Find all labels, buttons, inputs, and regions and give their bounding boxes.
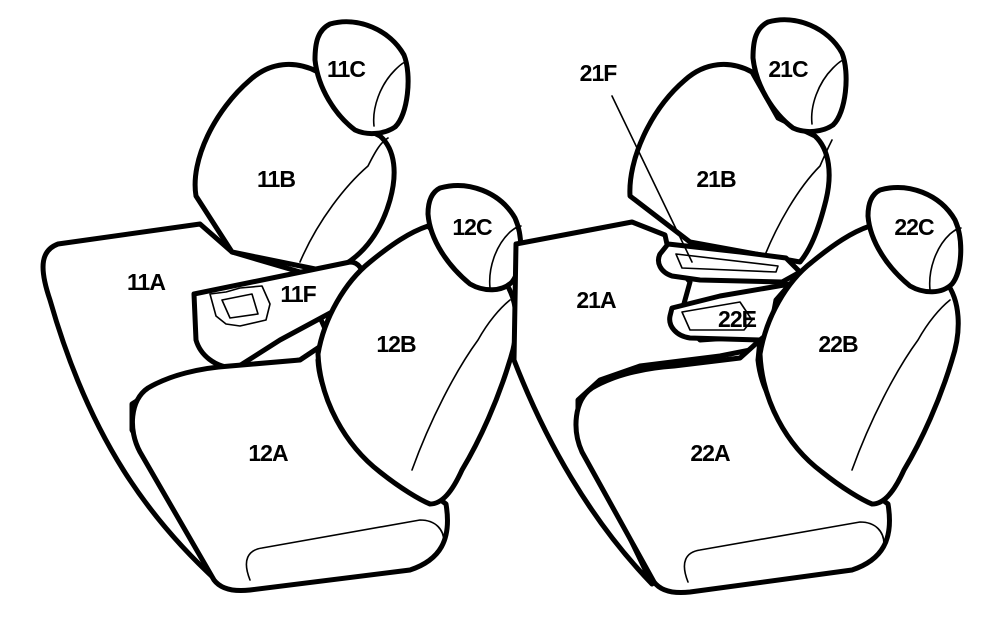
part-11F-armrest (191, 259, 366, 371)
label-21F: 21F (580, 60, 618, 86)
part-11C-rear-headrest (312, 19, 411, 137)
label-12B: 12B (376, 331, 416, 357)
label-21C: 21C (768, 56, 808, 82)
part-22B-front-backrest (757, 223, 961, 507)
label-21A: 21A (576, 287, 616, 313)
label-11F: 11F (280, 281, 316, 307)
label-21B: 21B (696, 166, 736, 192)
part-21C-rear-headrest (750, 17, 849, 135)
part-12C-front-headrest (425, 183, 524, 293)
label-11A: 11A (127, 269, 165, 295)
part-12B-front-backrest (315, 223, 519, 507)
left-seat-set (40, 19, 524, 593)
label-22B: 22B (818, 331, 858, 357)
label-22C: 22C (894, 214, 934, 240)
part-21F-armrest (656, 241, 803, 285)
label-22E: 22E (718, 306, 757, 332)
right-seat-set (511, 17, 964, 595)
label-11B: 11B (257, 166, 295, 192)
part-labels: 11A 11B 11C 11F 12A 12B 12C 21A 21B 21C … (127, 56, 935, 466)
label-12A: 12A (248, 440, 288, 466)
label-22A: 22A (690, 440, 730, 466)
part-22C-front-headrest (865, 185, 964, 295)
part-21F-leader-line (611, 95, 693, 263)
label-11C: 11C (327, 56, 365, 82)
label-12C: 12C (452, 214, 492, 240)
